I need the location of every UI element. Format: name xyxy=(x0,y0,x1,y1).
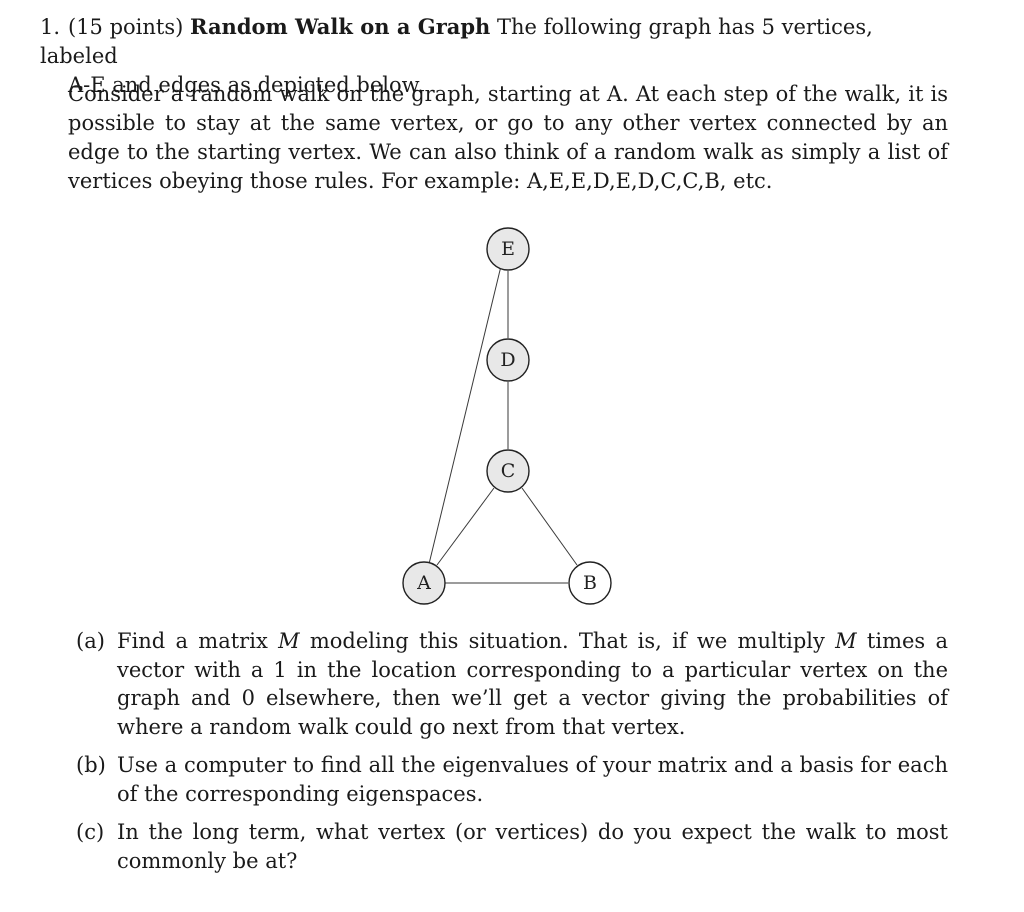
vertex-a: A xyxy=(402,561,446,605)
problem-lead-line1: The following graph has 5 vertices, labe… xyxy=(40,15,873,68)
problem-number: 1. xyxy=(40,15,61,39)
vertex-d: D xyxy=(486,338,530,382)
part-a: (a) Find a matrix M modeling this situat… xyxy=(76,627,948,741)
part-a-text-pre: Find a matrix xyxy=(117,629,279,653)
vertex-a-label: A xyxy=(416,572,431,594)
part-c: (c) In the long term, what vertex (or ve… xyxy=(76,818,948,875)
problem-title: Random Walk on a Graph xyxy=(190,14,491,39)
part-a-text-post: times a vector with a 1 in the location … xyxy=(117,629,948,739)
edge-a-e xyxy=(428,265,502,565)
part-a-text-mid: modeling this situation. That is, if we … xyxy=(299,629,836,653)
problem-header: 1. (15 points) Random Walk on a Graph The… xyxy=(40,12,950,100)
part-c-label: (c) xyxy=(76,820,105,844)
edge-c-b xyxy=(521,487,578,566)
part-b-label: (b) xyxy=(76,753,106,777)
part-c-text: In the long term, what vertex (or vertic… xyxy=(117,820,948,873)
matrix-variable: M xyxy=(278,629,300,653)
vertex-c: C xyxy=(486,449,530,493)
problem-lead-line2: A-E and edges as depicted below. xyxy=(68,73,424,97)
intro-paragraph: Consider a random walk on the graph, sta… xyxy=(68,82,948,193)
vertex-d-label: D xyxy=(500,349,515,371)
part-b-text: Use a computer to find all the eigenvalu… xyxy=(117,753,948,806)
part-a-text: Find a matrix M modeling this situation.… xyxy=(117,627,948,741)
problem-points: (15 points) xyxy=(68,15,184,39)
part-b: (b) Use a computer to find all the eigen… xyxy=(76,751,948,808)
part-a-label: (a) xyxy=(76,629,105,653)
question-parts: (a) Find a matrix M modeling this situat… xyxy=(76,627,948,885)
vertex-c-label: C xyxy=(501,460,516,482)
edge-c-a xyxy=(436,487,495,566)
vertex-e: E xyxy=(486,227,530,271)
vertex-b-label: B xyxy=(583,572,597,594)
vertex-e-label: E xyxy=(501,238,515,260)
matrix-variable: M xyxy=(835,629,857,653)
vertex-b: B xyxy=(568,561,612,605)
